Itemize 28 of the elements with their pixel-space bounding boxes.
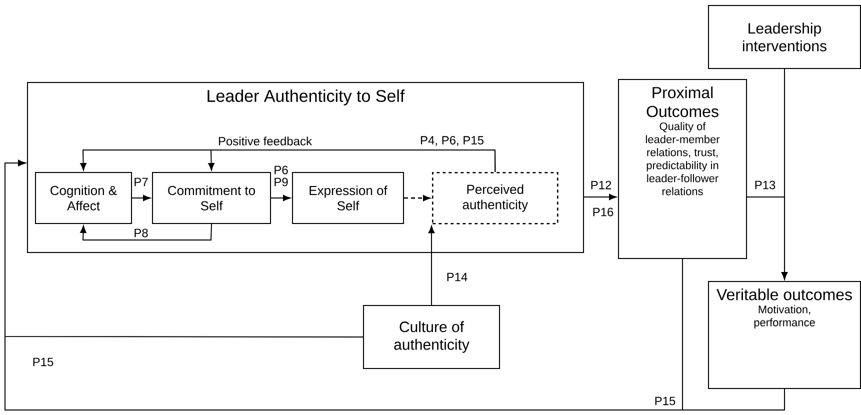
arrow: [4, 160, 364, 338]
process-box: Leadership interventions: [708, 5, 861, 69]
edge-label: P12: [591, 180, 612, 190]
edge-label: P4, P6, P15: [420, 136, 484, 146]
process-box: Culture of authenticity: [363, 305, 500, 369]
arrow: [132, 194, 150, 202]
edge-label: P14: [447, 272, 468, 282]
outcome-box: Veritable outcomes Motivation, performance: [708, 281, 861, 389]
process-box: Cognition & Affect: [35, 172, 132, 224]
edge-label: Positive feedback: [218, 136, 312, 146]
outcome-box: Proximal Outcomes Quality of leader-member relations, trust, predictability in leader-follower relations: [618, 79, 747, 259]
edge-label: P13: [755, 180, 776, 190]
edge-label: P6 P9: [274, 166, 288, 186]
arrow: [428, 226, 435, 306]
arrow: [208, 150, 496, 172]
arrow: [270, 194, 291, 202]
edge-label: P7: [134, 178, 148, 186]
process-box: Commitment to Self: [152, 172, 271, 224]
process-box: Perceived authenticity: [432, 172, 558, 224]
edge-label: P15: [655, 396, 676, 406]
arrow: [80, 224, 212, 240]
arrow: [404, 195, 430, 202]
arrow: [584, 194, 617, 200]
edge-label: P15: [33, 358, 54, 366]
arrow: [781, 68, 788, 280]
process-box: Expression of Self: [292, 172, 404, 224]
proposition-label: P16: [593, 208, 614, 216]
edge-label: P8: [134, 228, 148, 238]
